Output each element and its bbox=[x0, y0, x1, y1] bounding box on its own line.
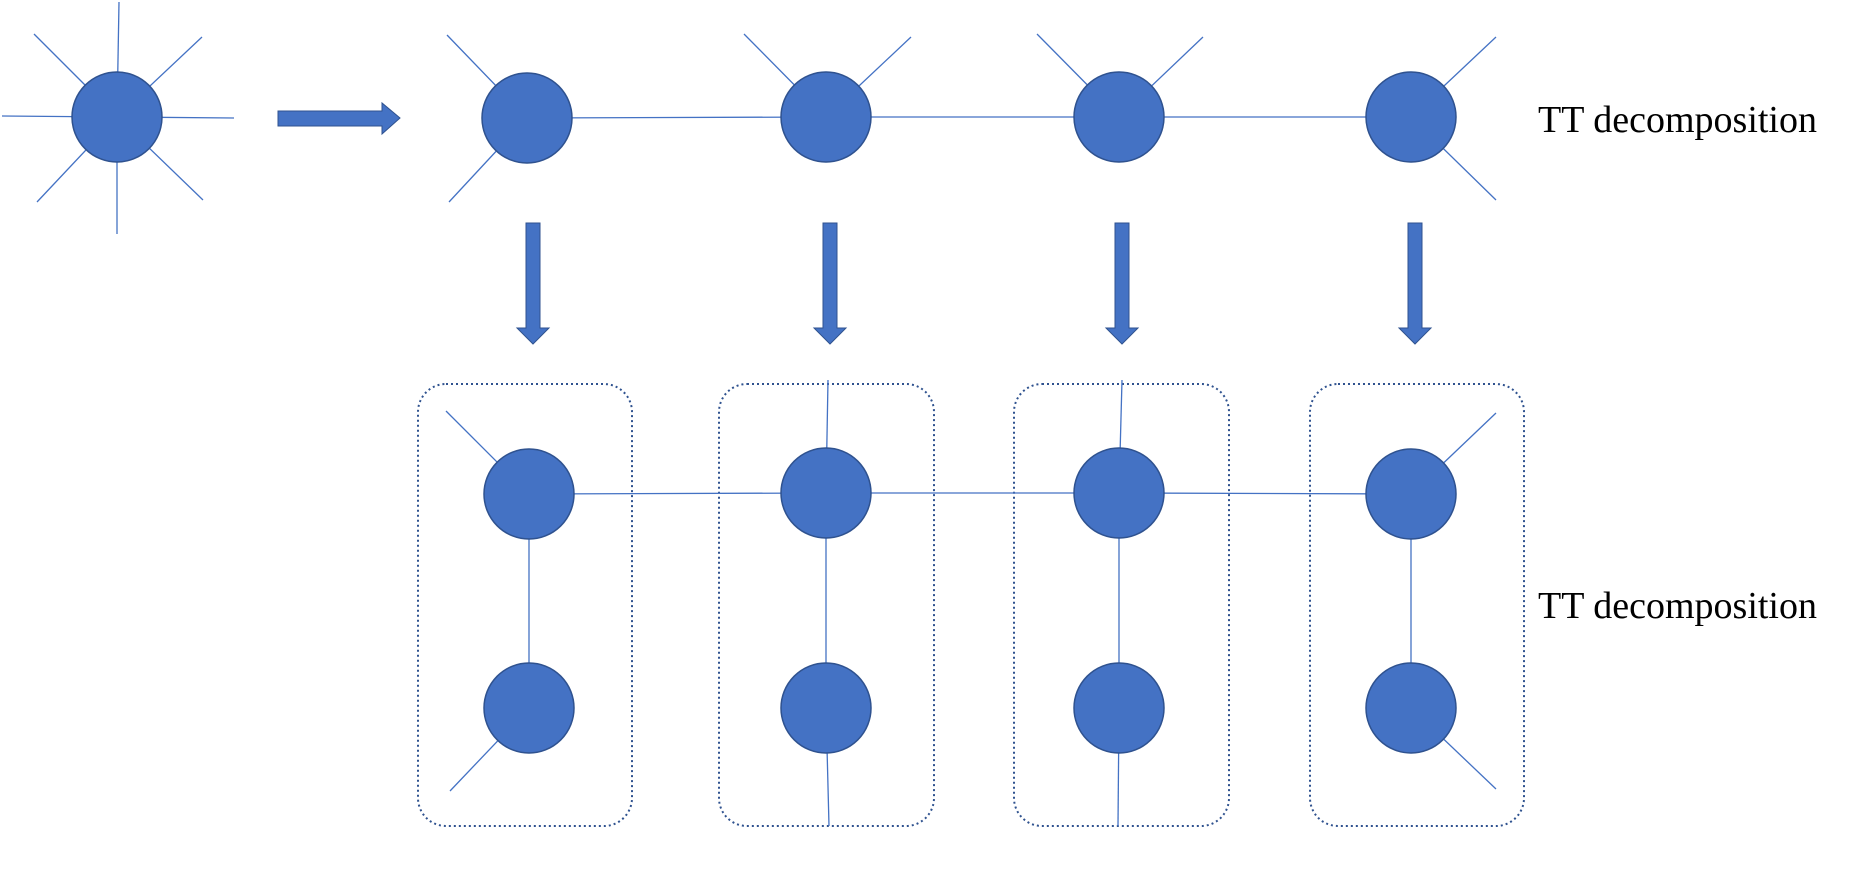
down-arrow-icon bbox=[1397, 222, 1433, 345]
down-arrow-icon bbox=[812, 222, 848, 345]
tt-core-node bbox=[1073, 447, 1165, 539]
core-group-box bbox=[1309, 383, 1525, 827]
tt-core-node bbox=[483, 662, 575, 754]
bond bbox=[1118, 492, 1412, 495]
tt-core-node bbox=[780, 71, 872, 163]
tt-core-node bbox=[1365, 662, 1457, 754]
right-arrow-icon bbox=[277, 101, 401, 136]
tt-core-node bbox=[780, 662, 872, 754]
tensor-node bbox=[71, 71, 163, 163]
tt-chain-top bbox=[446, 33, 1497, 203]
tt-core-node bbox=[1365, 448, 1457, 540]
tt-core-node bbox=[483, 448, 575, 540]
bond bbox=[528, 492, 827, 495]
bottom-label: TT decomposition bbox=[1538, 585, 1817, 627]
original-tensor bbox=[1, 1, 235, 234]
down-arrow-icon bbox=[1104, 222, 1140, 345]
core-group-box bbox=[718, 383, 935, 827]
top-label: TT decomposition bbox=[1538, 99, 1817, 141]
down-arrow-icon bbox=[515, 222, 551, 345]
core-group-box bbox=[1013, 383, 1230, 827]
bond bbox=[526, 116, 827, 119]
tt-core-node bbox=[780, 447, 872, 539]
tt-core-node bbox=[1073, 71, 1165, 163]
tt-core-node bbox=[1365, 71, 1457, 163]
tt-core-node bbox=[481, 72, 573, 164]
tt-core-node bbox=[1073, 662, 1165, 754]
core-group-box bbox=[417, 383, 633, 827]
tt-network-bottom bbox=[417, 379, 1525, 827]
